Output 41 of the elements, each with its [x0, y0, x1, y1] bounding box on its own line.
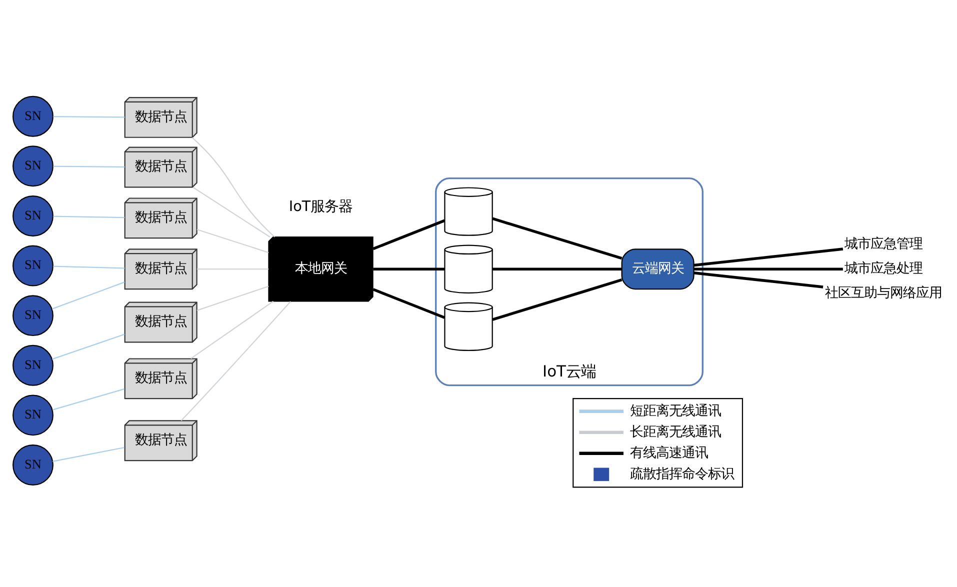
connector	[52, 281, 125, 309]
connector	[196, 228, 269, 253]
node-circle: SN	[12, 444, 54, 485]
node-circle: SN	[12, 294, 54, 336]
legend-label: 短距离无线通讯	[630, 403, 722, 418]
connector	[694, 271, 824, 288]
connector	[53, 165, 125, 167]
connector	[372, 288, 446, 318]
node-box: 云端网关	[621, 248, 694, 290]
connector	[196, 285, 269, 310]
connector	[52, 446, 125, 462]
node-circle: SN	[12, 145, 54, 186]
legend-label: 长距离无线通讯	[630, 424, 722, 440]
connector	[190, 300, 274, 359]
legend-label: 疏散指挥命令标识	[630, 466, 734, 482]
legend-label: 有线高速通讯	[630, 445, 708, 460]
connector	[372, 218, 446, 250]
connector	[53, 265, 125, 268]
connector	[694, 267, 843, 270]
connector	[492, 216, 622, 260]
connector	[492, 278, 622, 320]
connector	[192, 186, 270, 237]
label: IoT服务器	[288, 198, 353, 214]
connector	[492, 267, 622, 270]
connector	[180, 300, 291, 421]
connector	[52, 333, 125, 360]
node-text: 城市应急处理	[844, 261, 923, 276]
connector	[694, 247, 844, 266]
node-circle: SN	[12, 244, 54, 286]
connector	[373, 267, 445, 270]
node-circle: SN	[12, 394, 54, 436]
connector	[196, 268, 269, 270]
node-circle: SN	[12, 95, 54, 136]
connector	[53, 115, 125, 118]
node-text: 社区互助与网络应用	[825, 285, 942, 300]
connector	[192, 136, 276, 237]
connector	[52, 388, 125, 410]
node-text: 城市应急管理	[844, 236, 923, 252]
connector	[53, 215, 125, 218]
node-circle: SN	[12, 344, 54, 386]
node-circle: SN	[12, 195, 54, 236]
